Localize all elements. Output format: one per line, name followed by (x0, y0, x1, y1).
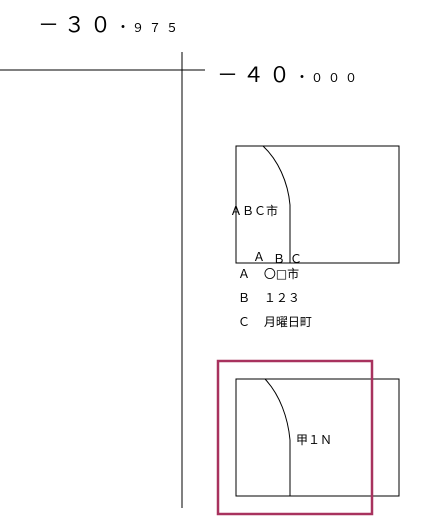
legend-key: Ａ (238, 267, 251, 281)
city-label: ＡＢＣ市 (230, 204, 279, 218)
lower-boundary-curve (264, 378, 291, 496)
legend-value: 〇□市 (263, 267, 300, 281)
legend-key: Ｂ (238, 291, 251, 305)
right-coordinate-minor: ０００ (311, 71, 363, 85)
upper-boundary-curve (262, 145, 291, 263)
legend-value: 月曜日町 (263, 315, 312, 329)
legend-row-b: Ｂ １２３ (238, 289, 300, 306)
legend-row-a: Ａ 〇□市 (238, 265, 299, 282)
marker-b: Ｂ (273, 252, 286, 266)
right-coordinate: －４０・０００ (217, 59, 362, 89)
lower-map-box (235, 378, 400, 497)
top-coordinate: －３０・９７５ (38, 9, 183, 39)
upper-map-box (235, 145, 400, 264)
legend-row-c: Ｃ 月曜日町 (238, 313, 312, 330)
legend-key: Ｃ (238, 315, 251, 329)
right-coordinate-major: －４０ (217, 63, 295, 87)
marker-c: Ｃ (290, 252, 303, 266)
marker-a: Ａ (253, 250, 266, 264)
legend-value: １２３ (263, 291, 300, 305)
top-coordinate-minor: ９７５ (132, 21, 184, 35)
parcel-label: 甲１Ｎ (296, 433, 333, 447)
selection-highlight (216, 359, 374, 516)
top-coordinate-dot: ・ (116, 20, 130, 36)
right-coordinate-dot: ・ (295, 70, 309, 86)
top-coordinate-major: －３０ (38, 13, 116, 37)
